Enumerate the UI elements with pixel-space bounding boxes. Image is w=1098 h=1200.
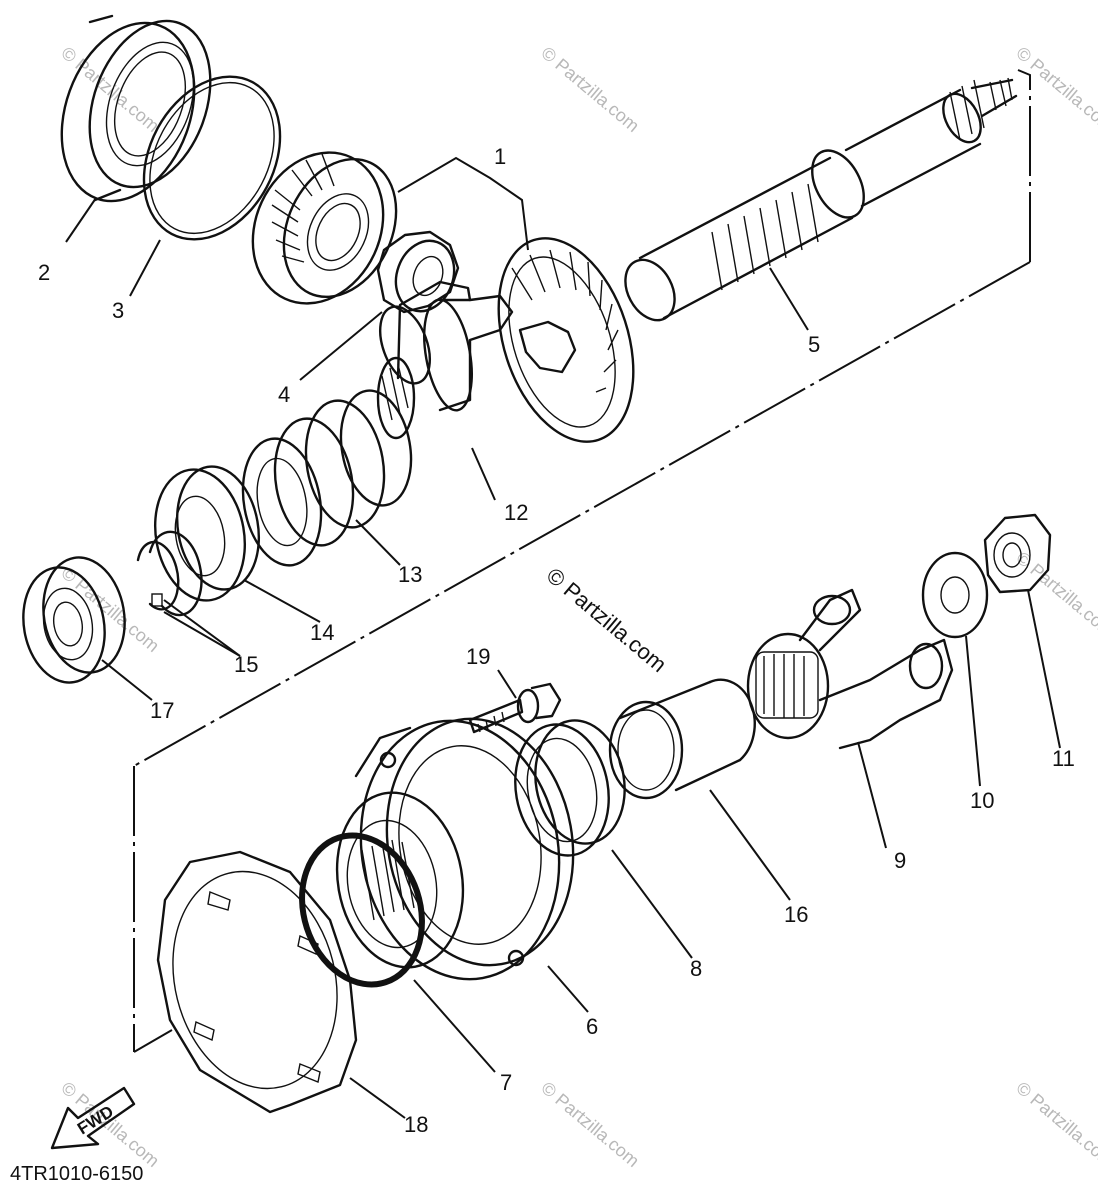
part-18-gasket xyxy=(156,850,358,1114)
part-4-nut xyxy=(376,230,460,314)
callout-11: 11 xyxy=(1052,746,1075,771)
callout-labels: 1 2 3 4 5 6 7 8 9 10 11 12 13 14 15 16 1… xyxy=(38,144,1075,1137)
watermark: © Partzilla.com xyxy=(57,1078,163,1171)
part-17-bearing xyxy=(22,556,126,684)
callout-14: 14 xyxy=(310,620,334,645)
part-13-spring xyxy=(241,389,413,567)
part-9-yoke xyxy=(746,588,954,750)
watermark: © Partzilla.com xyxy=(1012,43,1098,136)
watermark-center: © Partzilla.com xyxy=(542,563,672,677)
part-6-housing xyxy=(335,717,575,981)
watermark: © Partzilla.com xyxy=(1012,548,1098,641)
reference-code: 4TR1010-6150 xyxy=(10,1163,143,1185)
callout-8: 8 xyxy=(690,956,702,981)
callout-18: 18 xyxy=(404,1112,428,1137)
callout-2: 2 xyxy=(38,260,50,285)
callout-3: 3 xyxy=(112,298,124,323)
part-19-bolt xyxy=(468,682,562,734)
callout-12: 12 xyxy=(504,500,528,525)
callout-1: 1 xyxy=(494,144,506,169)
part-7-o-ring xyxy=(299,832,425,988)
part-5-shaft xyxy=(624,77,1018,322)
part-8-seal xyxy=(514,719,626,857)
part-11-nut xyxy=(983,513,1052,594)
callout-6: 6 xyxy=(586,1014,598,1039)
callout-15: 15 xyxy=(234,652,258,677)
callout-16: 16 xyxy=(784,902,808,927)
callout-19: 19 xyxy=(466,644,490,669)
callout-13: 13 xyxy=(398,562,422,587)
watermark: © Partzilla.com xyxy=(1012,1078,1098,1171)
assembly-lines xyxy=(133,69,1031,1053)
part-3-shim xyxy=(142,75,282,241)
callout-17: 17 xyxy=(150,698,174,723)
part-2-bearing xyxy=(60,14,212,203)
leader-lines xyxy=(65,197,1061,1119)
part-15-circlip xyxy=(136,530,203,617)
watermark: © Partzilla.com xyxy=(537,1078,643,1171)
callout-5: 5 xyxy=(808,332,820,357)
callout-7: 7 xyxy=(500,1070,512,1095)
part-12-cam xyxy=(376,280,514,440)
callout-4: 4 xyxy=(278,382,290,407)
part-1-ring-gear xyxy=(251,151,398,305)
callout-1-bracket xyxy=(397,156,529,251)
part-16-collar xyxy=(608,678,756,800)
callout-9: 9 xyxy=(894,848,906,873)
callout-10: 10 xyxy=(970,788,994,813)
watermarks: © Partzilla.com © Partzilla.com © Partzi… xyxy=(57,43,1098,1171)
part-1-pinion-gear xyxy=(497,237,635,443)
watermark: © Partzilla.com xyxy=(537,43,643,136)
part-10-washer xyxy=(921,551,989,639)
